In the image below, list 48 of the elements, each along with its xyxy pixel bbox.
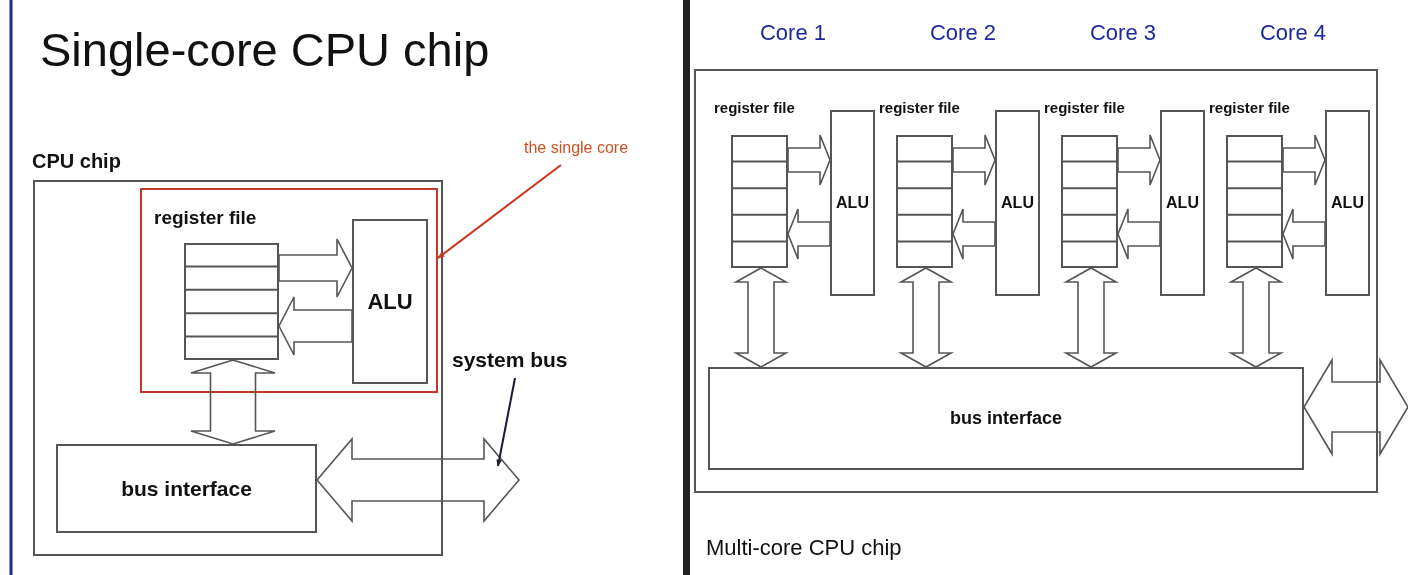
bus-interface-label: bus interface xyxy=(121,476,252,501)
double-hollow-arrow xyxy=(1227,267,1285,368)
alu-label: ALU xyxy=(1331,194,1364,212)
hollow-arrow xyxy=(1282,134,1326,186)
bus-interface-box xyxy=(708,367,1304,470)
bus-interface-box xyxy=(56,444,317,533)
leader-line xyxy=(496,377,516,467)
register-file-label: register file xyxy=(154,207,257,229)
hollow-arrow xyxy=(787,208,831,260)
leader-line xyxy=(437,164,562,259)
double-hollow-arrow xyxy=(1303,357,1408,457)
double-hollow-arrow xyxy=(190,359,276,445)
hollow-arrow xyxy=(1117,134,1161,186)
double-hollow-arrow xyxy=(315,436,521,524)
hollow-arrow xyxy=(278,238,353,298)
alu-box xyxy=(995,110,1040,296)
register-file-label: register file xyxy=(714,99,795,116)
core-label: Core 4 xyxy=(1258,20,1327,46)
double-hollow-arrow xyxy=(897,267,955,368)
double-hollow-arrow xyxy=(732,267,790,368)
callout-label: system bus xyxy=(452,348,568,372)
alu-box xyxy=(1325,110,1370,296)
hollow-arrow xyxy=(1282,208,1326,260)
callout-label: the single core xyxy=(524,139,629,157)
alu-label: ALU xyxy=(367,288,413,315)
alu-box xyxy=(830,110,875,296)
alu-label: ALU xyxy=(1166,194,1199,212)
core-label: Core 1 xyxy=(758,20,827,46)
chip-heading: CPU chip xyxy=(32,150,121,173)
double-hollow-arrow xyxy=(1062,267,1120,368)
slide-title: Single-core CPU chip xyxy=(40,22,490,77)
alu-box xyxy=(1160,110,1205,296)
alu-box xyxy=(352,219,428,384)
hollow-arrow xyxy=(952,208,996,260)
hollow-arrow xyxy=(1117,208,1161,260)
core-outline-box xyxy=(140,188,438,393)
register-file-label: register file xyxy=(1044,99,1125,116)
hollow-arrow xyxy=(278,296,353,356)
register-file-label: register file xyxy=(879,99,960,116)
hollow-arrow xyxy=(952,134,996,186)
register-file-label: register file xyxy=(1209,99,1290,116)
hollow-arrow xyxy=(787,134,831,186)
alu-label: ALU xyxy=(836,194,869,212)
chip-heading: Multi-core CPU chip xyxy=(706,535,902,561)
bus-interface-label: bus interface xyxy=(949,408,1062,429)
alu-label: ALU xyxy=(1001,194,1034,212)
core-label: Core 2 xyxy=(928,20,997,46)
core-label: Core 3 xyxy=(1088,20,1157,46)
